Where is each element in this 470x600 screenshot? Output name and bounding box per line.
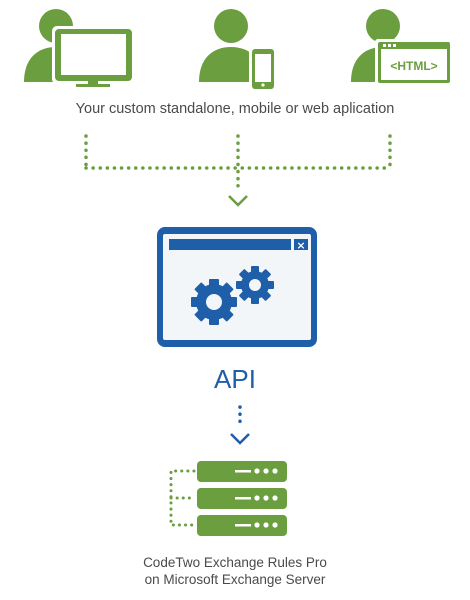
clients-caption: Your custom standalone, mobile or web ap… — [75, 101, 395, 117]
api-arrow-icon — [230, 433, 250, 445]
server-unit — [197, 488, 287, 509]
small-gear-icon — [236, 266, 274, 304]
api-label: API — [214, 364, 256, 394]
server-unit — [197, 461, 287, 482]
server-stack-icon — [169, 461, 287, 536]
close-icon: × — [296, 239, 305, 252]
server-bracket — [169, 469, 196, 527]
gears-icon — [191, 266, 274, 325]
web-user-icon: <HTML> — [351, 9, 453, 86]
html-badge-text: <HTML> — [390, 59, 437, 73]
server-caption: CodeTwo Exchange Rules Pro on Microsoft … — [0, 554, 470, 588]
large-gear-icon — [191, 279, 237, 325]
server-caption-line2: on Microsoft Exchange Server — [144, 572, 326, 587]
client-arrow-icon — [228, 195, 248, 207]
mobile-user-icon — [199, 9, 277, 92]
server-unit — [197, 515, 287, 536]
desktop-user-icon — [24, 9, 135, 87]
client-connectors — [84, 134, 392, 192]
server-caption-line1: CodeTwo Exchange Rules Pro — [143, 555, 327, 570]
